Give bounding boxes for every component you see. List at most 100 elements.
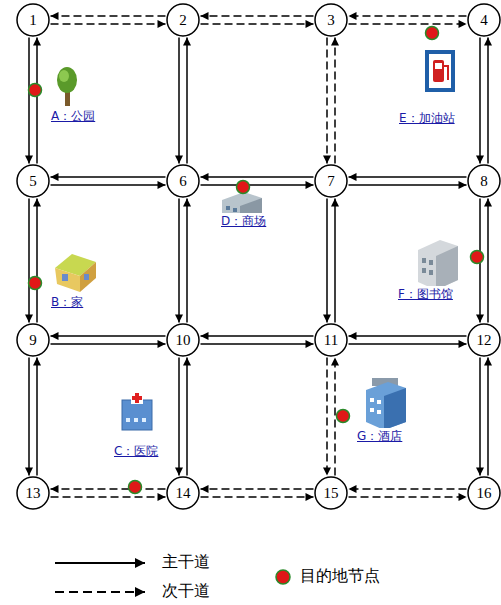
destination-dot	[29, 277, 42, 290]
gas-station-icon	[425, 50, 455, 92]
road-arrow	[487, 358, 489, 476]
junction-circle: 3	[314, 3, 348, 37]
destination-label: A：公园	[50, 108, 96, 125]
junction-circle: 7	[314, 164, 348, 198]
road-arrow	[349, 343, 467, 345]
road-arrow	[201, 335, 314, 337]
junction-number: 8	[467, 164, 501, 198]
road-arrow	[349, 335, 467, 337]
road-arrow	[334, 199, 336, 323]
hospital-icon	[122, 392, 152, 430]
junction-circle: 12	[467, 323, 501, 357]
junction-circle: 1	[16, 3, 50, 37]
road-arrow	[51, 15, 166, 17]
junction-circle: 5	[16, 164, 50, 198]
destination-dot	[471, 251, 484, 264]
road-arrow	[201, 343, 314, 345]
junction-circle: 14	[166, 476, 200, 510]
destination-dots	[29, 27, 484, 494]
legend-text: 主干道	[162, 552, 210, 573]
junction-circle: 10	[166, 323, 200, 357]
destination-dot	[237, 181, 250, 194]
destination-label: C：医院	[113, 443, 159, 460]
road-arrow	[178, 38, 180, 164]
junction-number: 3	[314, 3, 348, 37]
road-arrow	[28, 38, 30, 164]
road-arrow	[326, 199, 328, 323]
road-arrow	[36, 38, 38, 164]
destination-dot	[426, 27, 439, 40]
destination-label: D：商场	[220, 213, 267, 230]
road-arrow	[334, 358, 336, 476]
legend-solid-sample	[55, 562, 145, 564]
road-arrow	[51, 23, 166, 25]
junction-circle: 4	[467, 3, 501, 37]
junction-number: 15	[314, 476, 348, 510]
road-arrow	[201, 176, 314, 178]
junction-circle: 8	[467, 164, 501, 198]
destination-dot	[129, 481, 142, 494]
legend-text: 目的地节点	[300, 566, 380, 587]
road-arrow	[51, 184, 166, 186]
junction-number: 10	[166, 323, 200, 357]
junction-number: 16	[467, 476, 501, 510]
road-arrow	[487, 199, 489, 323]
junction-circle: 16	[467, 476, 501, 510]
road-arrow	[479, 38, 481, 164]
junction-circle: 9	[16, 323, 50, 357]
road-arrow	[186, 199, 188, 323]
road-arrow	[201, 15, 314, 17]
road-arrow	[51, 335, 166, 337]
road-arrow	[479, 358, 481, 476]
road-arrow	[326, 358, 328, 476]
road-arrow	[28, 199, 30, 323]
road-arrow	[349, 23, 467, 25]
junction-number: 11	[314, 323, 348, 357]
junction-circle: 6	[166, 164, 200, 198]
road-arrow	[51, 488, 166, 490]
road-arrow	[28, 358, 30, 476]
legend-text: 次干道	[162, 581, 210, 602]
destination-dot	[337, 410, 350, 423]
junction-circle: 11	[314, 323, 348, 357]
legend-dashed-sample	[55, 591, 145, 593]
park-icon	[57, 67, 77, 106]
road-arrow	[487, 38, 489, 164]
road-arrow	[36, 199, 38, 323]
junction-circle: 2	[166, 3, 200, 37]
library-icon	[418, 240, 458, 290]
junction-number: 13	[16, 476, 50, 510]
road-arrow	[326, 38, 328, 164]
junction-number: 9	[16, 323, 50, 357]
road-arrow	[178, 199, 180, 323]
junction-number: 14	[166, 476, 200, 510]
junction-circle: 13	[16, 476, 50, 510]
legend-dot-sample	[276, 570, 290, 584]
road-arrow	[201, 184, 314, 186]
junction-circle: 15	[314, 476, 348, 510]
destination-label: E：加油站	[398, 110, 456, 127]
junction-number: 5	[16, 164, 50, 198]
road-arrow	[349, 15, 467, 17]
junction-number: 12	[467, 323, 501, 357]
home-icon	[55, 254, 96, 292]
road-arrow	[349, 184, 467, 186]
junction-number: 6	[166, 164, 200, 198]
road-arrow	[178, 358, 180, 476]
destination-label: G：酒店	[356, 428, 403, 445]
road-arrow	[201, 488, 314, 490]
road-arrow	[36, 358, 38, 476]
destination-dot	[29, 84, 42, 97]
junction-number: 2	[166, 3, 200, 37]
road-arrow	[51, 176, 166, 178]
road-arrow	[349, 488, 467, 490]
junction-number: 4	[467, 3, 501, 37]
junction-number: 1	[16, 3, 50, 37]
road-arrow	[201, 23, 314, 25]
hotel-icon	[366, 378, 406, 430]
road-arrow	[186, 358, 188, 476]
junction-number: 7	[314, 164, 348, 198]
road-arrow	[334, 38, 336, 164]
road-arrow	[201, 496, 314, 498]
road-arrow	[349, 176, 467, 178]
